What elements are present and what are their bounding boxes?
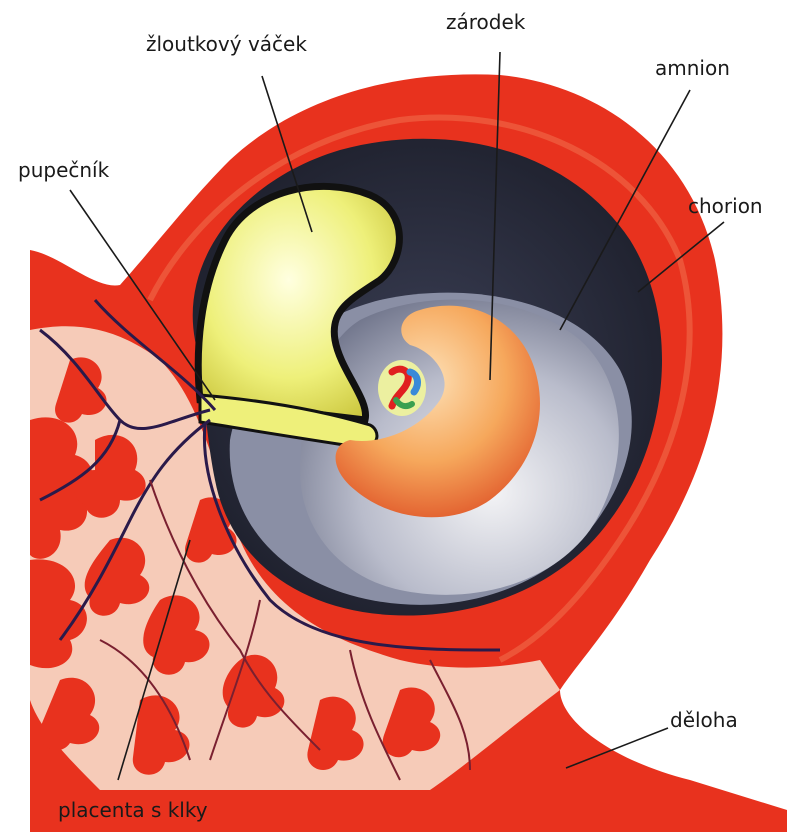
label-amnion: amnion — [655, 58, 730, 78]
label-umbilical-cord: pupečník — [18, 160, 109, 180]
label-embryo: zárodek — [446, 12, 525, 32]
label-chorion: chorion — [688, 196, 763, 216]
label-yolk-sac: žloutkový váček — [146, 34, 307, 54]
label-placenta: placenta s klky — [58, 800, 208, 820]
label-uterus: děloha — [670, 710, 738, 730]
embryo-heart — [378, 360, 426, 416]
